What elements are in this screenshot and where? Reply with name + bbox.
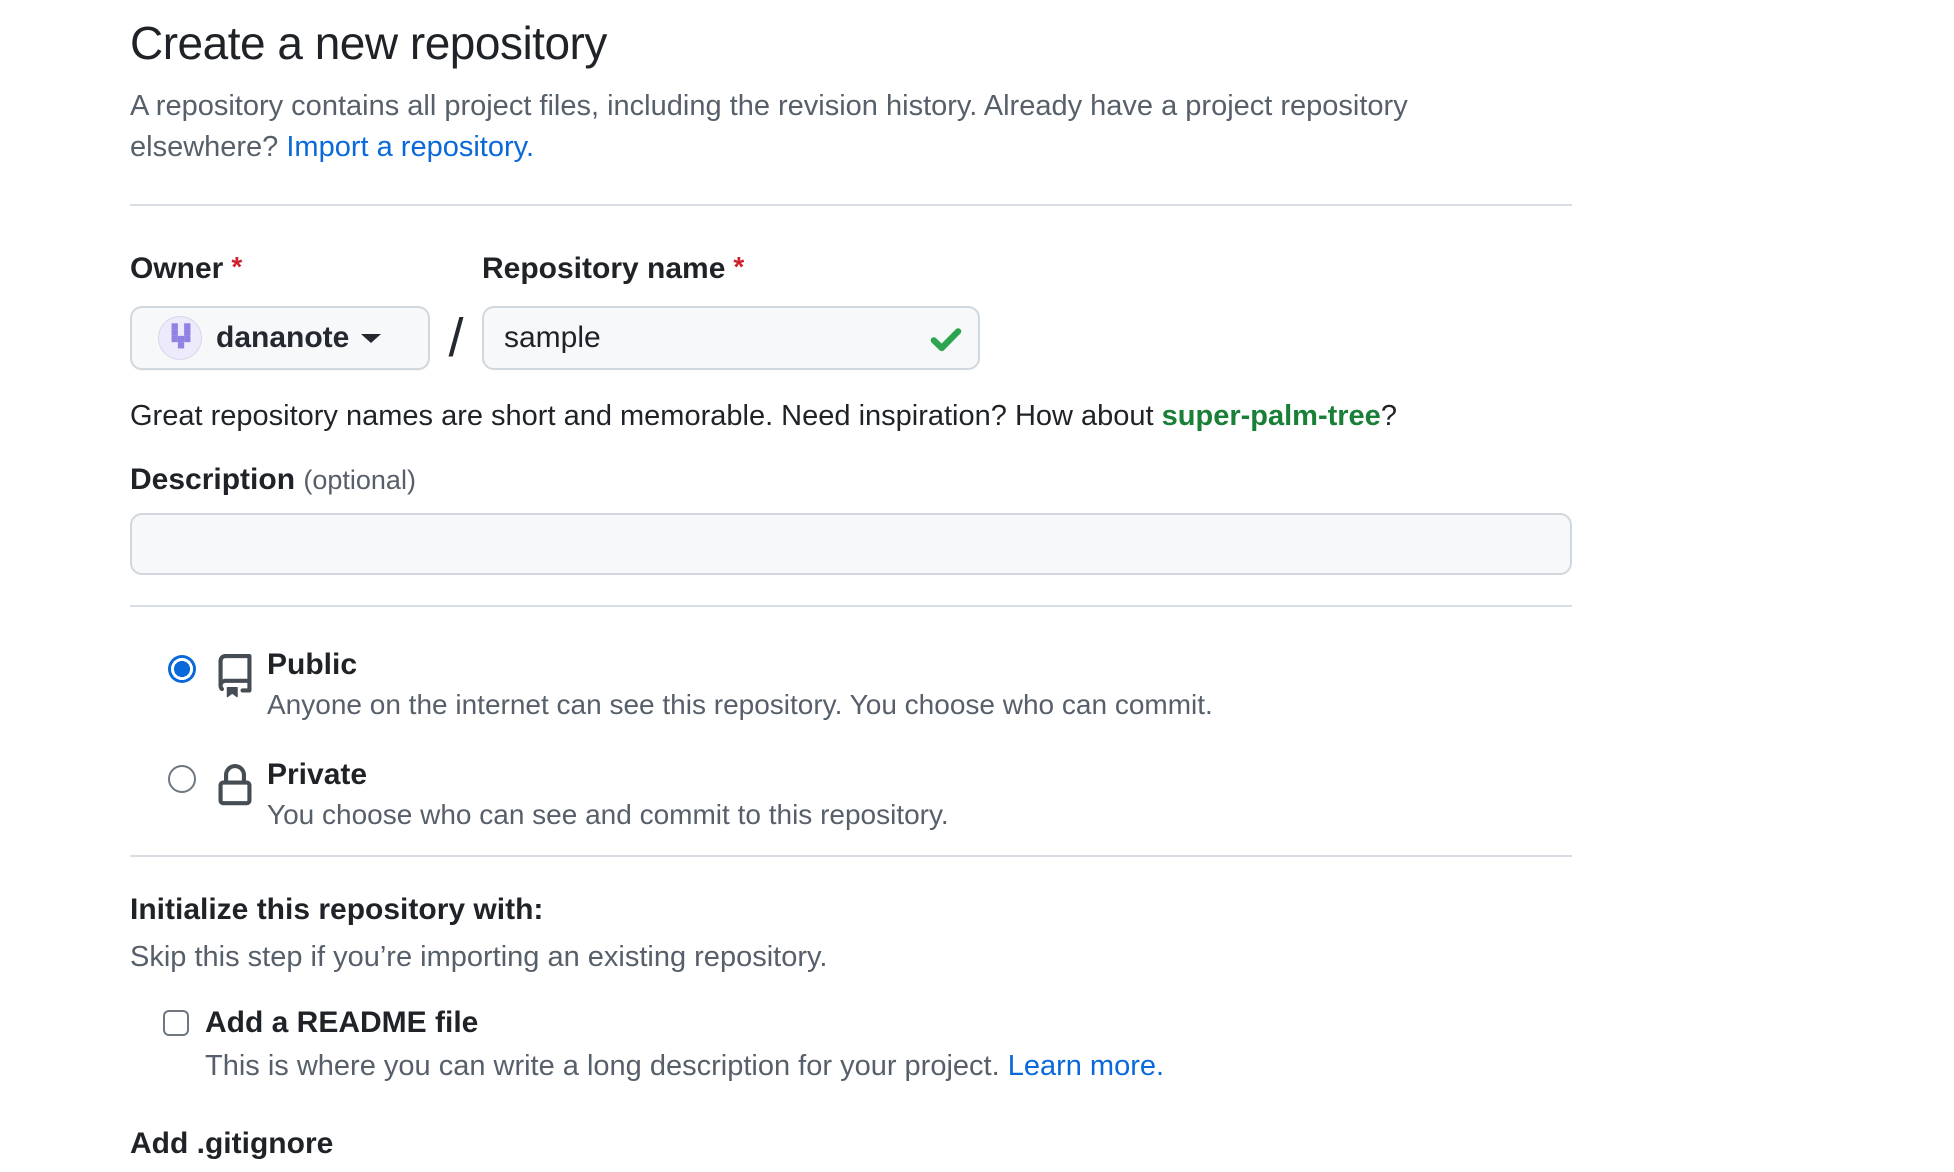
- description-label: Description: [130, 463, 296, 496]
- subtitle-line1: A repository contains all project files,…: [130, 90, 1408, 122]
- initialize-heading: Initialize this repository with:: [130, 893, 544, 926]
- repo-name-label-box: Repository name*: [482, 251, 745, 286]
- public-radio[interactable]: [168, 655, 196, 683]
- repo-icon: [213, 651, 257, 701]
- lock-icon: [213, 761, 257, 811]
- chevron-down-icon: [361, 333, 382, 343]
- import-repository-link[interactable]: Import a repository.: [286, 131, 535, 163]
- repo-name-label: Repository name: [482, 252, 726, 285]
- owner-repo-separator: /: [448, 308, 464, 368]
- hint-suffix: ?: [1380, 400, 1397, 432]
- readme-checkbox-label[interactable]: Add a README file: [205, 1006, 479, 1039]
- owner-selected-value: dananote: [216, 321, 350, 354]
- divider: [130, 204, 1572, 206]
- divider: [130, 605, 1572, 607]
- owner-repo-row: dananote /: [130, 306, 1572, 370]
- page-subtitle: A repository contains all project files,…: [130, 86, 1572, 168]
- public-option-text: Public Anyone on the internet can see th…: [267, 649, 1213, 721]
- private-option-description: You choose who can see and commit to thi…: [267, 799, 949, 830]
- visibility-option-public: Public Anyone on the internet can see th…: [130, 649, 1572, 721]
- check-icon: [930, 328, 962, 352]
- owner-dropdown-button[interactable]: dananote: [130, 306, 430, 370]
- create-repository-page: Create a new repository A repository con…: [130, 0, 1572, 1172]
- repo-name-input[interactable]: [482, 306, 980, 370]
- readme-checkbox-row: Add a README file: [130, 1006, 1572, 1040]
- owner-required-asterisk: *: [231, 251, 243, 282]
- private-radio[interactable]: [168, 765, 196, 793]
- private-option-text: Private You choose who can see and commi…: [267, 759, 949, 831]
- page-title: Create a new repository: [130, 17, 607, 69]
- description-label-row: Description (optional): [130, 463, 1572, 497]
- repo-name-hint: Great repository names are short and mem…: [130, 400, 1572, 433]
- readme-checkbox[interactable]: [163, 1010, 189, 1036]
- suggested-repo-name[interactable]: super-palm-tree: [1161, 400, 1381, 432]
- public-option-title: Public: [267, 648, 358, 681]
- owner-label-box: Owner*: [130, 251, 482, 286]
- field-labels-row: Owner* Repository name*: [130, 251, 1572, 286]
- visibility-option-private: Private You choose who can see and commi…: [130, 759, 1572, 831]
- divider: [130, 855, 1572, 857]
- subtitle-line2: elsewhere?: [130, 131, 287, 163]
- owner-label: Owner: [130, 252, 224, 285]
- owner-avatar: [158, 316, 202, 360]
- readme-description: This is where you can write a long descr…: [205, 1050, 1572, 1083]
- repo-name-input-wrap: [482, 306, 980, 370]
- description-optional-note: (optional): [303, 465, 416, 495]
- description-input[interactable]: [130, 513, 1572, 575]
- readme-description-text: This is where you can write a long descr…: [205, 1050, 1008, 1082]
- identicon-image: [159, 317, 201, 359]
- hint-prefix: Great repository names are short and mem…: [130, 400, 1162, 432]
- gitignore-heading: Add .gitignore: [130, 1127, 334, 1160]
- private-option-title: Private: [267, 758, 368, 791]
- repo-name-required-asterisk: *: [733, 251, 745, 282]
- readme-learn-more-link[interactable]: Learn more.: [1007, 1050, 1165, 1082]
- initialize-subheading: Skip this step if you’re importing an ex…: [130, 941, 828, 973]
- public-option-description: Anyone on the internet can see this repo…: [267, 689, 1213, 720]
